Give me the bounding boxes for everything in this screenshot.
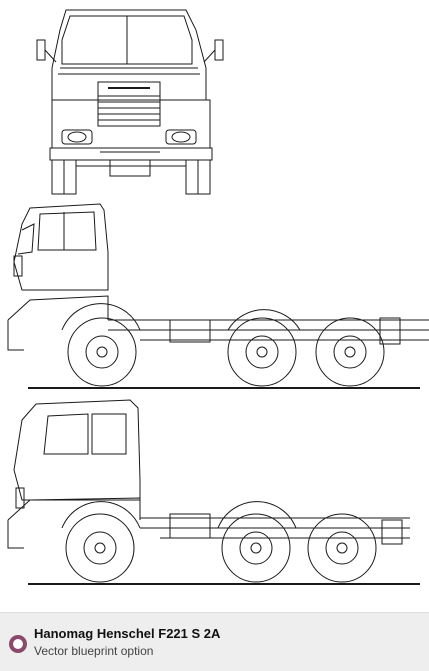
blueprint-drawing xyxy=(7,9,429,585)
caption-footer: Hanomag Henschel F221 S 2A Vector bluepr… xyxy=(0,612,429,671)
front-view xyxy=(36,9,224,195)
blueprint-svg xyxy=(7,9,429,585)
blueprint-subtitle: Vector blueprint option xyxy=(34,644,154,658)
side-view-upper xyxy=(7,203,429,389)
option-radio-icon[interactable] xyxy=(9,635,27,653)
side-view-lower xyxy=(7,399,420,585)
blueprint-title[interactable]: Hanomag Henschel F221 S 2A xyxy=(34,626,221,641)
